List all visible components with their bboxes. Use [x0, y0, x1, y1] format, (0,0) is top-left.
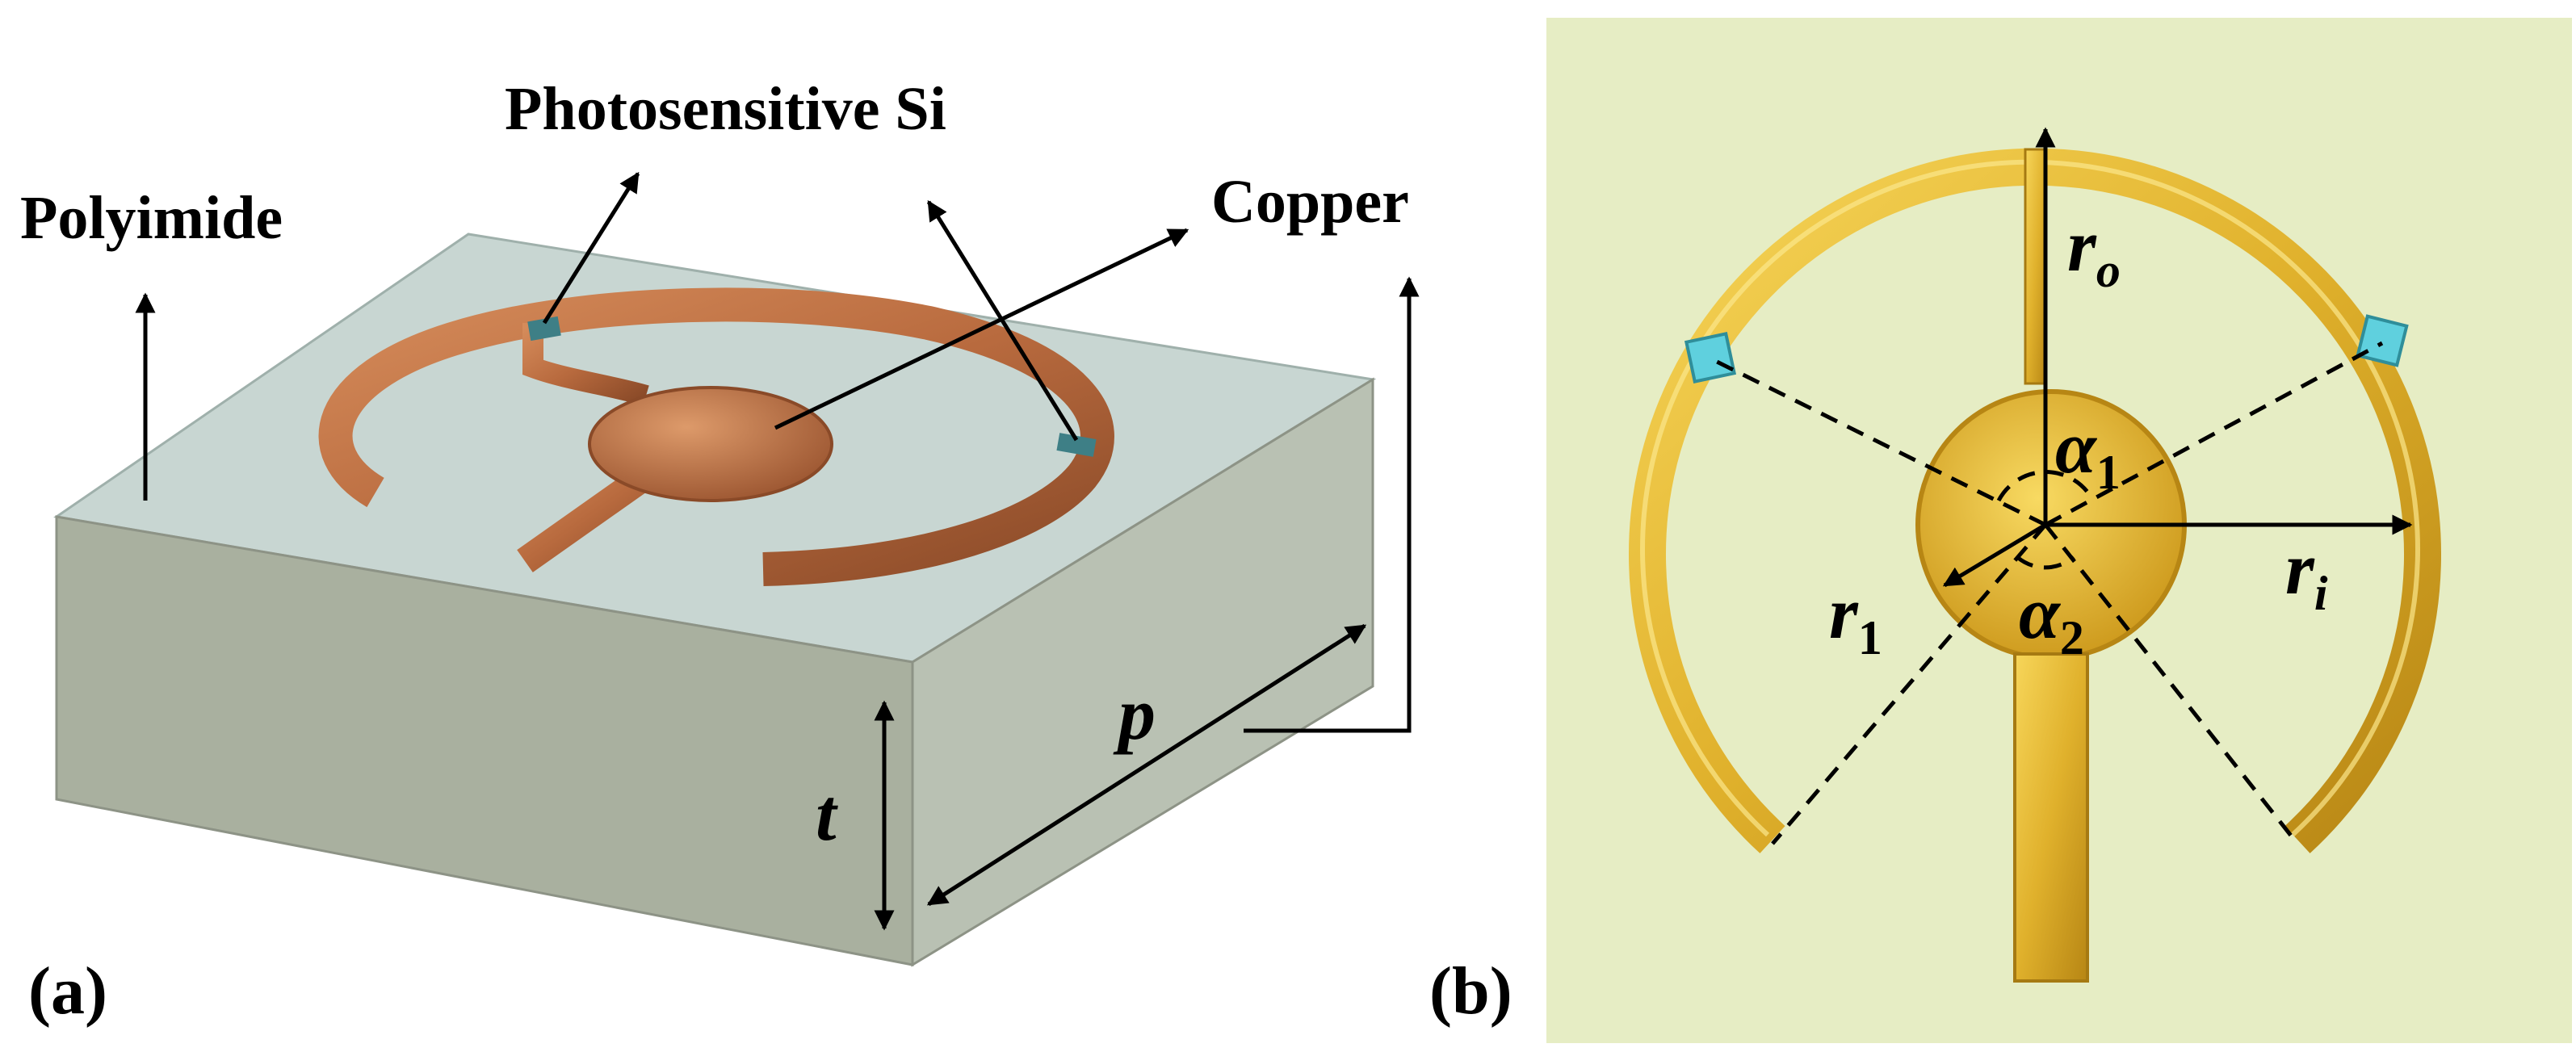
dash-lower-right: [2044, 523, 2299, 845]
label-period-p: p: [1113, 673, 1156, 755]
label-alpha1: α1: [2055, 406, 2121, 499]
panel-a: Polyimide Photosensitive Si Copper p t (…: [20, 75, 1420, 1029]
arrow-r1: [1942, 522, 2047, 588]
copper-central-disk: [588, 386, 833, 502]
label-r-outer: ro: [2067, 204, 2121, 297]
copper-inner-arm: [522, 323, 649, 406]
polyimide-block: [53, 233, 1377, 967]
copper-resonator: [318, 287, 1114, 586]
si-square-left: [1684, 331, 1737, 384]
panel-b-label: (b): [1429, 954, 1512, 1029]
arrow-copper: [774, 228, 1189, 430]
label-polyimide: Polyimide: [20, 184, 283, 252]
panel-b: ro ri r1 α1 α2 (b): [1429, 18, 2572, 1043]
label-photosensitive-si: Photosensitive Si: [505, 75, 946, 143]
label-alpha2: α2: [2019, 572, 2084, 664]
annotations-b: [1710, 127, 2413, 845]
leader-period: [1244, 276, 1420, 733]
label-r1: r1: [1829, 572, 1882, 664]
si-square-right: [2356, 314, 2409, 367]
label-r-inner: ri: [2285, 527, 2328, 620]
si-gap-right: [1056, 433, 1097, 457]
label-copper: Copper: [1211, 168, 1409, 236]
copper-outer-ring: [318, 287, 1114, 586]
arrow-si-left: [542, 171, 640, 325]
dash-upper-left: [1710, 357, 2047, 527]
si-gap-left: [527, 316, 561, 342]
arrow-period: [926, 623, 1367, 907]
arc-alpha2: [2016, 555, 2075, 570]
arc-alpha1: [1996, 470, 2096, 502]
dash-upper-right: [2044, 341, 2384, 527]
gold-feed-line: [2013, 652, 2089, 983]
gold-top-arm: [2024, 148, 2048, 385]
dash-lower-left: [1771, 523, 2047, 845]
annotations-a: [135, 171, 1420, 931]
panel-a-label: (a): [28, 954, 107, 1029]
label-thickness-t: t: [816, 773, 838, 856]
